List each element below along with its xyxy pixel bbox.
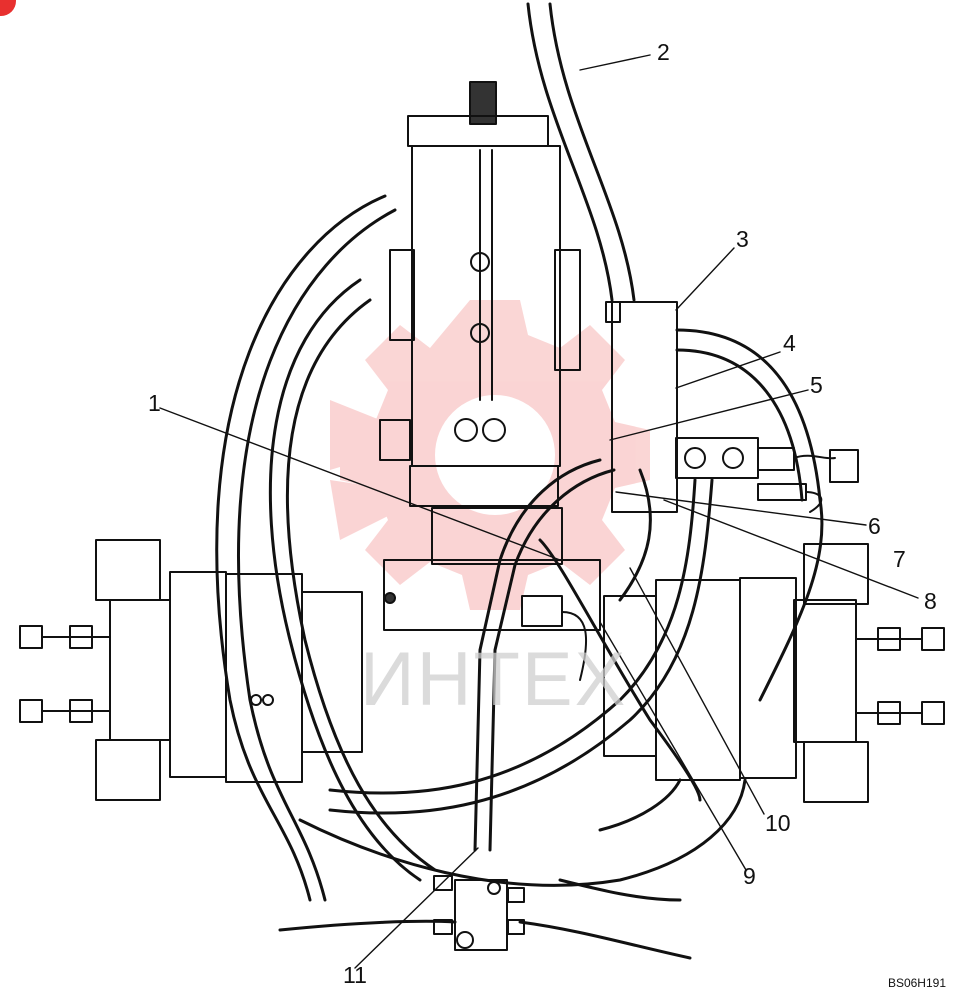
lower-valve-block <box>383 507 601 681</box>
callout-4: 4 <box>783 330 796 356</box>
control-valve-body <box>379 81 581 507</box>
callout-9: 9 <box>743 863 756 889</box>
callout-2: 2 <box>657 39 670 65</box>
line-art <box>19 2 945 969</box>
document-code: BS06H191 <box>887 976 946 990</box>
hydraulic-hoses <box>215 2 824 960</box>
callout-11: 11 <box>343 962 367 988</box>
callout-6: 6 <box>868 513 881 539</box>
watermark-text: ИНТЕХ <box>360 637 628 722</box>
callout-3: 3 <box>736 226 749 252</box>
left-drive-motor <box>19 539 363 801</box>
callout-8: 8 <box>924 588 937 614</box>
mounting-bracket <box>605 301 678 513</box>
callout-5: 5 <box>810 372 823 398</box>
manifold-block <box>675 437 859 513</box>
callout-10: 10 <box>765 810 791 836</box>
callout-7: 7 <box>893 546 906 572</box>
callout-1: 1 <box>148 390 161 416</box>
leader-lines <box>159 54 919 969</box>
right-drive-motor <box>603 543 945 803</box>
tee-block <box>433 875 525 951</box>
